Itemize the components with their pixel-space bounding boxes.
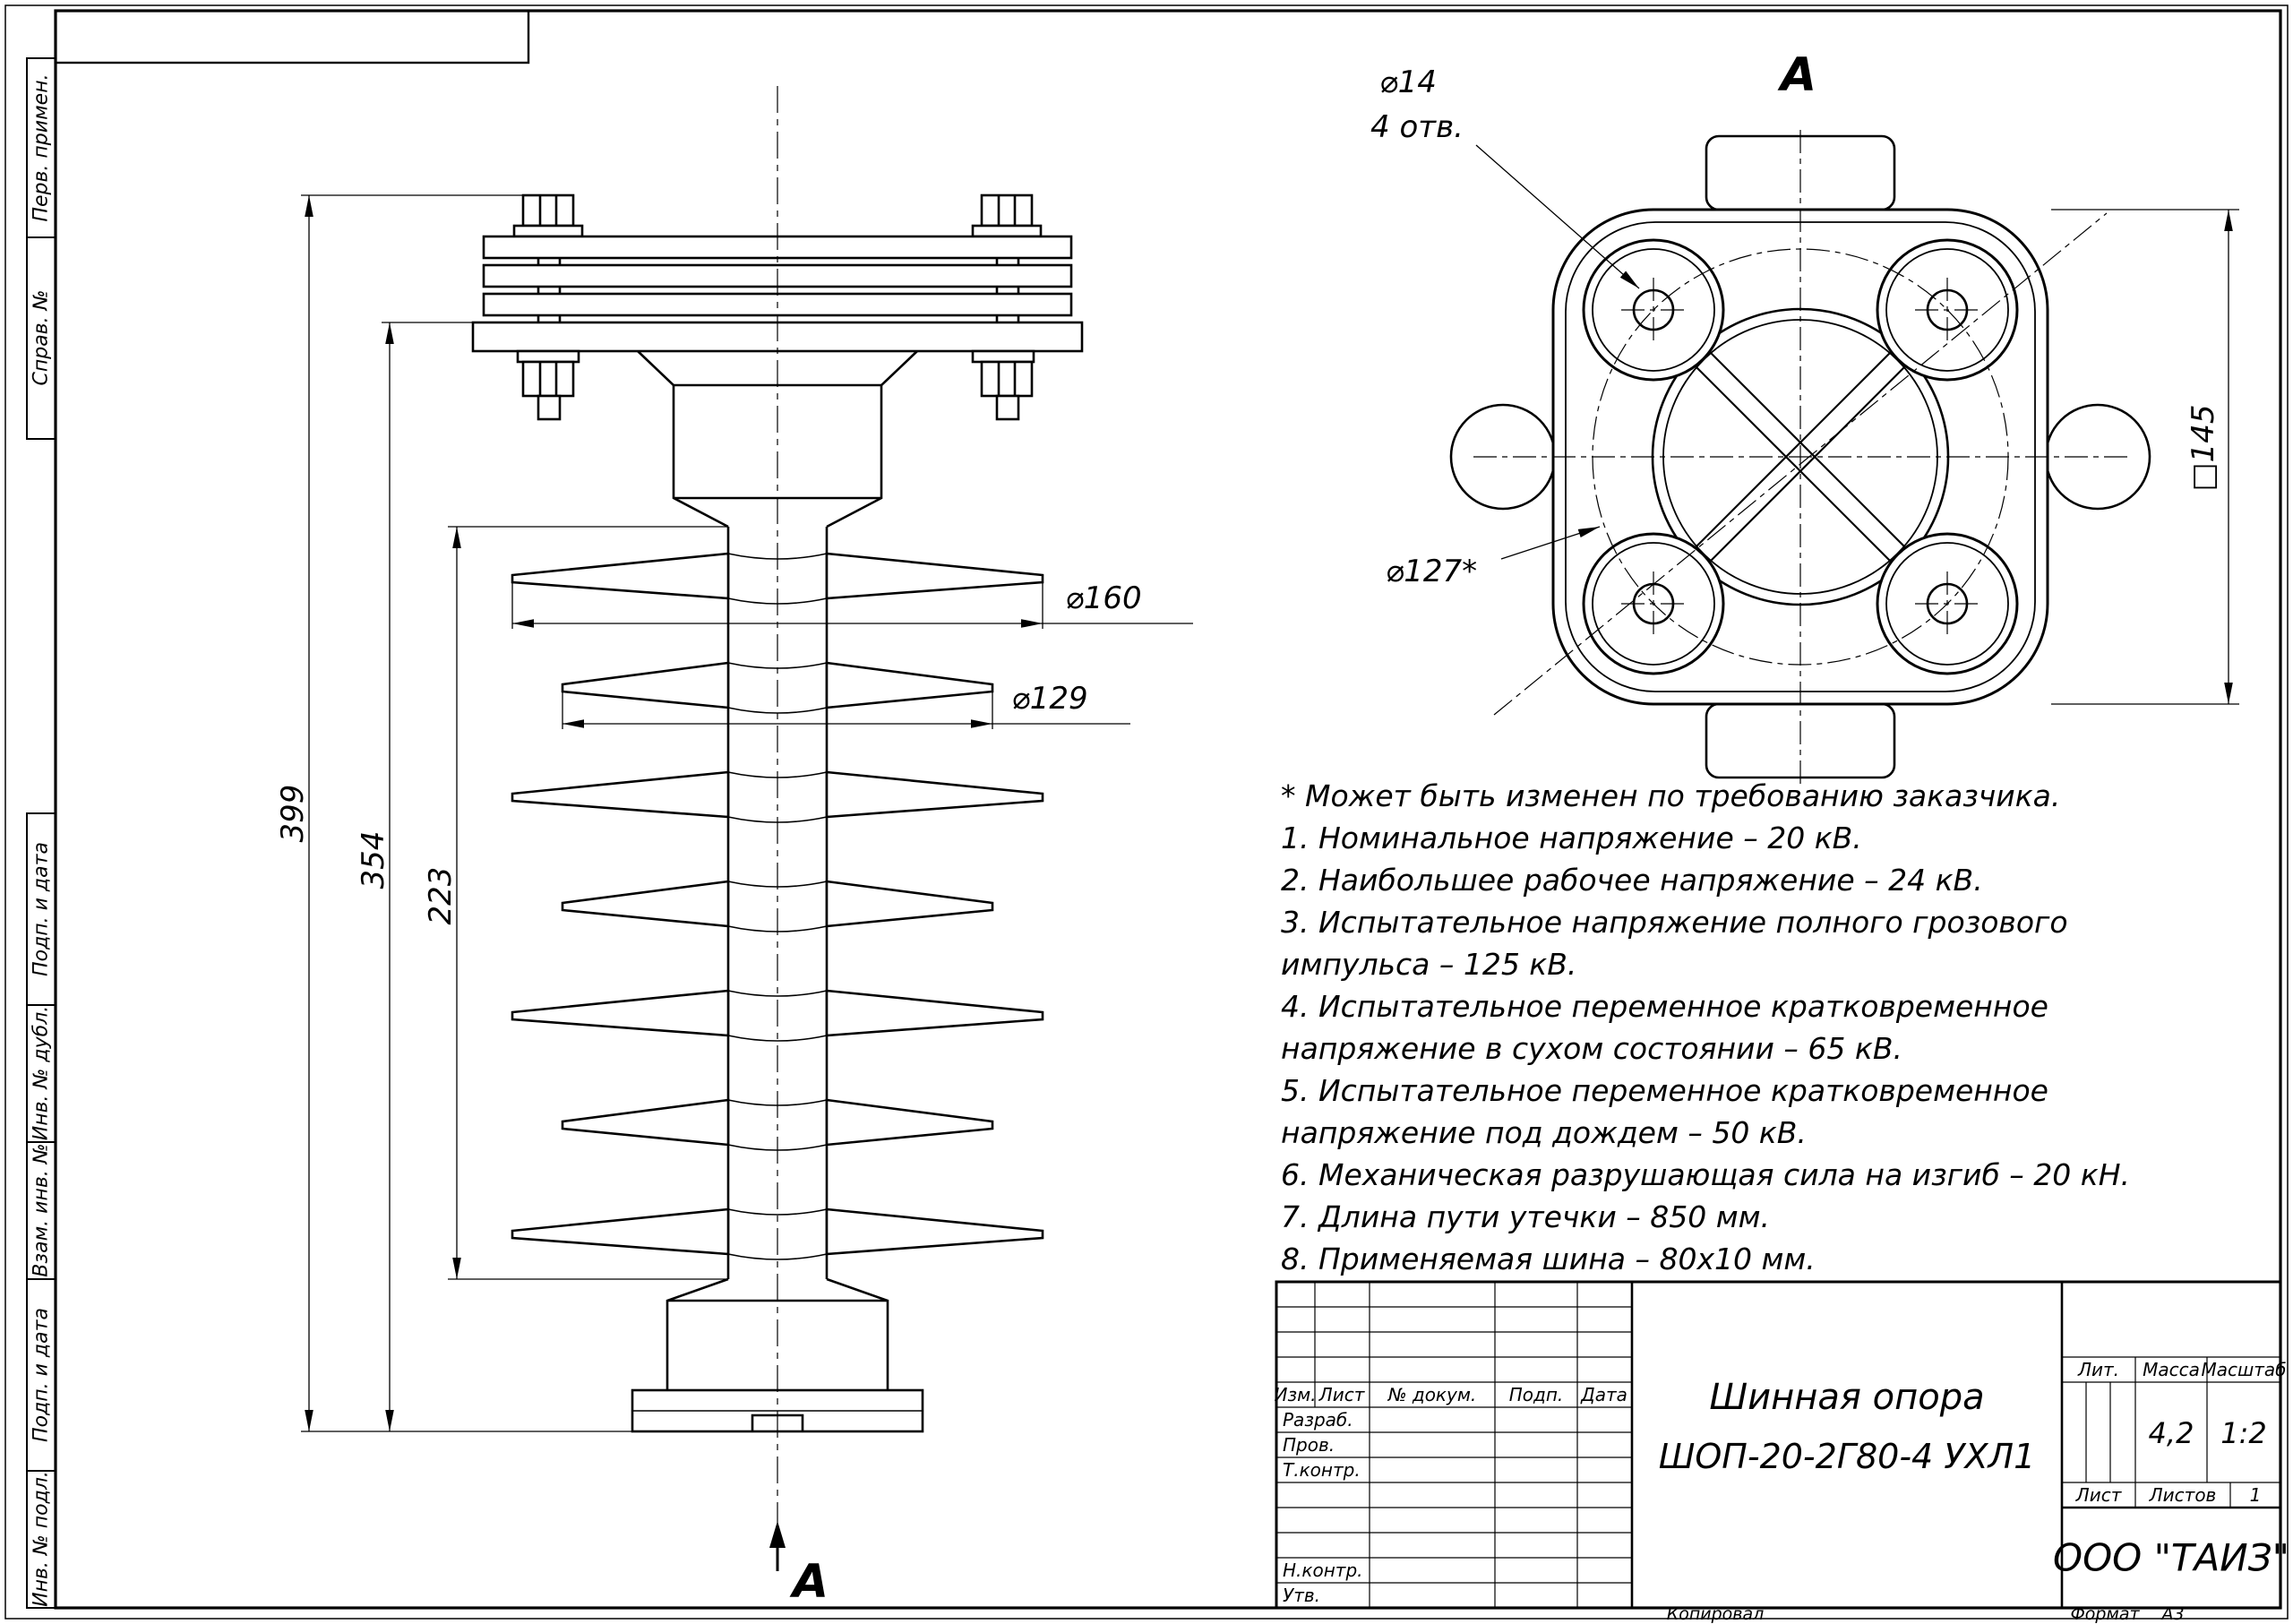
stamp-vzam-inv: Взам. инв. №	[30, 1143, 53, 1277]
cross-grooves	[1689, 346, 1911, 568]
tb-masshtab-label: Масштаб	[2201, 1359, 2287, 1380]
stamp-inv-podl: Инв. № подл.	[30, 1471, 53, 1607]
note-line: 8. Применяемая шина – 80х10 мм.	[1281, 1242, 1816, 1276]
note-line: * Может быть изменен по требованию заказ…	[1281, 778, 2061, 813]
title-block-grid	[1275, 1280, 2282, 1610]
format-label: Формат	[2070, 1604, 2140, 1624]
tb-lit-label: Лит.	[2077, 1359, 2120, 1380]
stamp-inv-dubl: Инв. № дубл.	[30, 1005, 53, 1141]
dim-d129: ⌀129	[1011, 681, 1088, 717]
tb-listov-value: 1	[2249, 1484, 2262, 1506]
dim-d14: ⌀14	[1379, 64, 1437, 100]
tb-doc-designation: ШОП-20-2Г80-4 УХЛ1	[1658, 1437, 2036, 1476]
insulator-sheds	[511, 552, 1044, 1260]
front-dimensions	[301, 194, 1193, 1432]
note-line: 4. Испытательное переменное кратковремен…	[1281, 989, 2048, 1066]
dim-223: 223	[423, 866, 459, 925]
dim-d160: ⌀160	[1065, 580, 1142, 616]
stamp-sprav-n: Справ. №	[30, 289, 53, 386]
clamp-nuts	[516, 349, 1035, 421]
tb-row-prov: Пров.	[1283, 1434, 1335, 1456]
tb-masshtab-value: 1:2	[2220, 1416, 2267, 1450]
dim-354: 354	[356, 830, 391, 889]
tb-col-list: Лист	[1318, 1384, 1365, 1405]
note-line: 3. Испытательное напряжение полного гроз…	[1281, 905, 2068, 982]
view-a-label: А	[1780, 48, 1817, 102]
technical-notes: * Может быть изменен по требованию заказ…	[1281, 775, 2212, 1280]
stamp-podp-data-1: Подп. и дата	[30, 842, 53, 976]
tb-row-nkontr: Н.контр.	[1283, 1560, 1363, 1581]
dim-399: 399	[275, 784, 311, 843]
section-arrow	[769, 1521, 786, 1571]
dim-sq145: □145	[2186, 404, 2221, 492]
format-value: А3	[2161, 1604, 2185, 1624]
tb-col-podp: Подп.	[1508, 1384, 1564, 1405]
top-view-dimensions	[1475, 144, 2239, 705]
note-line: 2. Наибольшее рабочее напряжение – 24 кВ…	[1281, 863, 1983, 898]
tb-massa-value: 4,2	[2148, 1416, 2194, 1450]
tb-company: ООО "ТАИЗ"	[2053, 1535, 2289, 1580]
tb-col-data: Дата	[1581, 1384, 1627, 1405]
stamp-perv-primen: Перв. примен.	[30, 73, 53, 222]
note-line: 7. Длина пути утечки – 850 мм.	[1281, 1199, 1771, 1234]
top-view-centerlines	[1473, 130, 2127, 784]
tb-massa-label: Масса	[2143, 1359, 2200, 1380]
tb-col-ndokum: № докум.	[1387, 1384, 1477, 1405]
stamp-podp-data-2: Подп. и дата	[30, 1308, 53, 1442]
tb-doc-name: Шинная опора	[1709, 1377, 1985, 1418]
tb-col-izm: Изм.	[1274, 1384, 1317, 1405]
tb-listov-label: Листов	[2149, 1484, 2217, 1506]
tb-row-razrab: Разраб.	[1283, 1409, 1353, 1431]
note-line: 1. Номинальное напряжение – 20 кВ.	[1281, 821, 1862, 855]
tb-list-label: Лист	[2075, 1484, 2122, 1506]
front-view	[471, 86, 1084, 1571]
sheet-frame	[4, 4, 2289, 1620]
tb-row-tkontr: Т.контр.	[1283, 1459, 1361, 1481]
note-line: 6. Механическая разрушающая сила на изги…	[1281, 1157, 2131, 1192]
dim-holes-count: 4 отв.	[1370, 109, 1464, 145]
top-view	[1449, 130, 2151, 784]
note-line: 5. Испытательное переменное кратковремен…	[1281, 1073, 2048, 1150]
dim-d127: ⌀127*	[1385, 554, 1478, 589]
tb-row-utv: Утв.	[1283, 1585, 1320, 1606]
kopiroval-label: Копировал	[1666, 1604, 1765, 1624]
section-label-a: А	[792, 1555, 829, 1609]
